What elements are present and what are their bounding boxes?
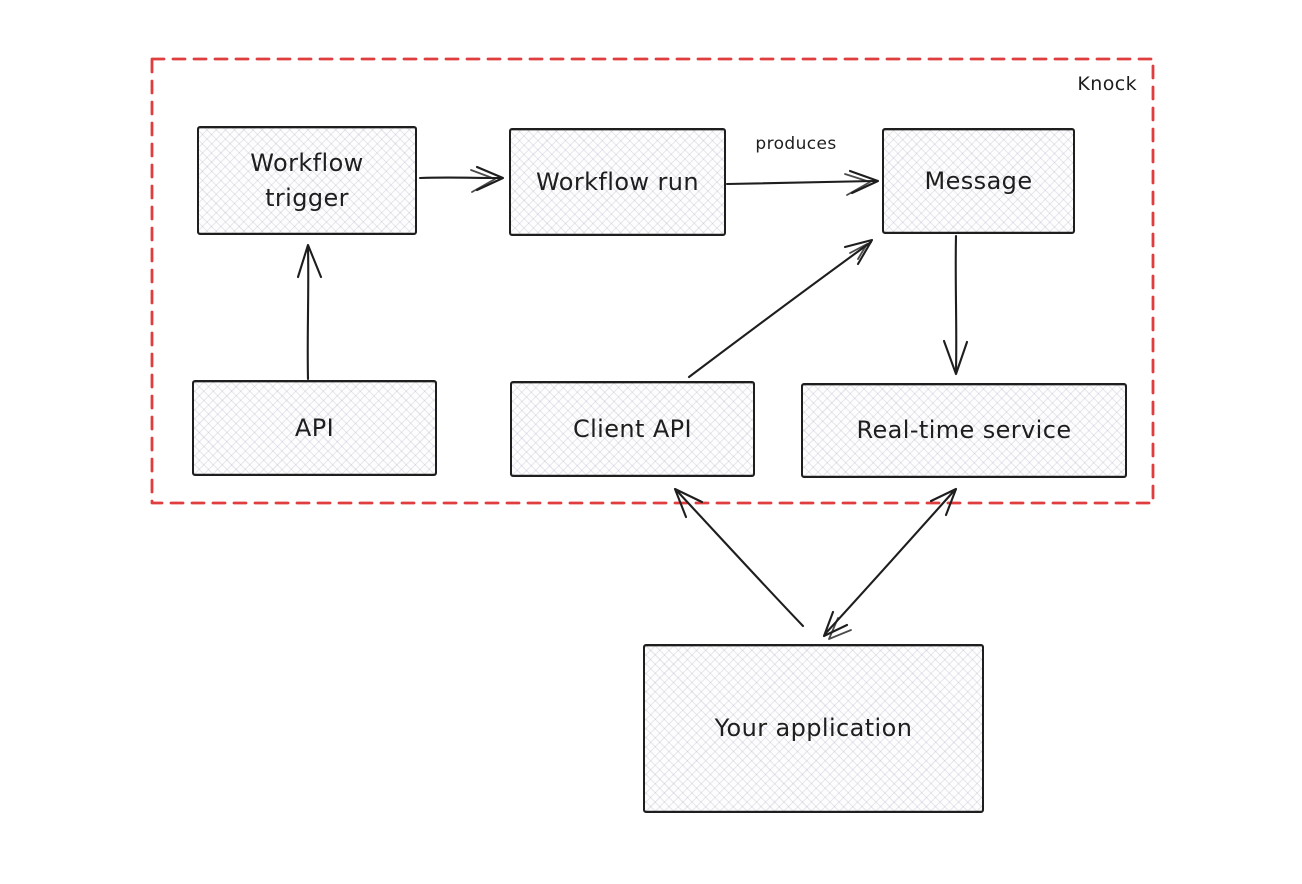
arrow-api-to-workflow-trigger	[296, 243, 323, 381]
knock-boundary	[150, 57, 1155, 505]
node-workflow-trigger: Workflow trigger	[197, 126, 417, 235]
arrow-workflow-trigger-to-workflow-run	[418, 165, 505, 193]
node-your-application: Your application	[643, 644, 984, 813]
node-client-api: Client API	[510, 381, 755, 477]
knock-label: Knock	[1077, 73, 1137, 95]
arrow-message-to-real-time-service	[942, 234, 969, 376]
arrow-client-api-to-message	[687, 238, 874, 379]
node-message-label: Message	[924, 166, 1033, 195]
node-real-time-service-label: Real-time service	[856, 416, 1072, 445]
node-your-application-label: Your application	[714, 714, 913, 743]
node-workflow-run-label: Workflow run	[536, 167, 699, 196]
edge-label-produces: produces	[755, 134, 837, 154]
arrow-your-application-to-client-api	[673, 487, 805, 628]
node-message: Message	[882, 128, 1075, 234]
arrow-your-application-real-time-service-bidirectional	[822, 487, 958, 640]
arrow-workflow-run-to-message	[725, 169, 880, 196]
node-client-api-label: Client API	[572, 414, 693, 443]
node-api-label: API	[294, 413, 335, 442]
node-api: API	[192, 380, 437, 476]
node-real-time-service: Real-time service	[801, 383, 1127, 478]
node-workflow-trigger-label: Workflow trigger	[250, 148, 364, 212]
node-workflow-run: Workflow run	[509, 128, 726, 236]
